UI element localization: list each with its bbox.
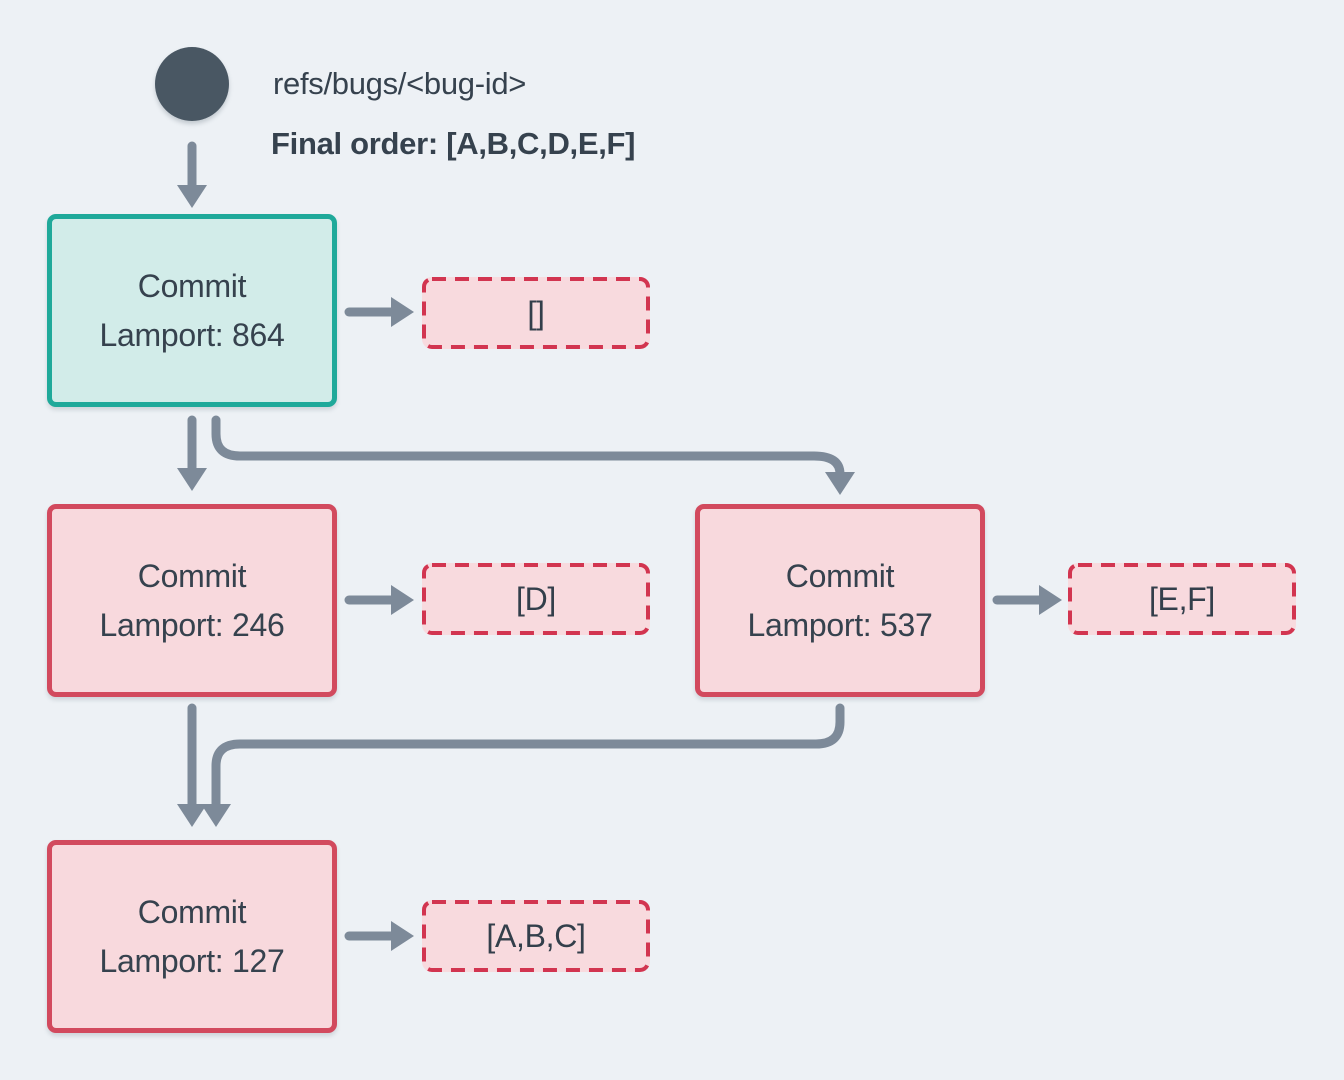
commit-lamport: Lamport: 127: [99, 942, 285, 979]
commit-node-127: Commit Lamport: 127: [47, 840, 337, 1033]
commit-title: Commit: [137, 557, 247, 594]
arrowhead-right-to-merge: [201, 804, 231, 827]
payload-box-246: [D]: [422, 563, 650, 635]
edge-root-to-right: [211, 415, 845, 479]
arrowhead-right-to-payload: [1039, 585, 1062, 615]
commit-title: Commit: [785, 557, 895, 594]
arrowhead-root-to-payload: [391, 297, 414, 327]
commit-lamport: Lamport: 537: [747, 606, 933, 643]
ref-label: refs/bugs/<bug-id>: [273, 66, 527, 101]
arrowhead-left-to-merge: [177, 804, 207, 827]
arrowhead-left-to-payload: [391, 585, 414, 615]
edge-right-to-merge: [211, 703, 845, 809]
payload-box-864: []: [422, 277, 650, 349]
final-order-label: Final order: [A,B,C,D,E,F]: [271, 126, 636, 161]
payload-box-127: [A,B,C]: [422, 900, 650, 972]
commit-title: Commit: [137, 267, 247, 304]
arrowhead-root-to-right: [825, 472, 855, 495]
payload-label: [A,B,C]: [486, 917, 586, 954]
payload-label: [D]: [516, 580, 556, 617]
commit-lamport: Lamport: 246: [99, 606, 285, 643]
commit-node-246: Commit Lamport: 246: [47, 504, 337, 697]
payload-label: []: [527, 294, 545, 331]
commit-node-537: Commit Lamport: 537: [695, 504, 985, 697]
payload-label: [E,F]: [1148, 580, 1216, 617]
arrowhead-merge-to-payload: [391, 921, 414, 951]
arrowhead-ref-to-root: [177, 185, 207, 208]
commit-title: Commit: [137, 893, 247, 930]
commit-lamport: Lamport: 864: [99, 316, 285, 353]
ref-head-dot-icon: [155, 47, 229, 121]
commit-node-864: Commit Lamport: 864: [47, 214, 337, 407]
arrowhead-root-to-left: [177, 468, 207, 491]
payload-box-537: [E,F]: [1068, 563, 1296, 635]
